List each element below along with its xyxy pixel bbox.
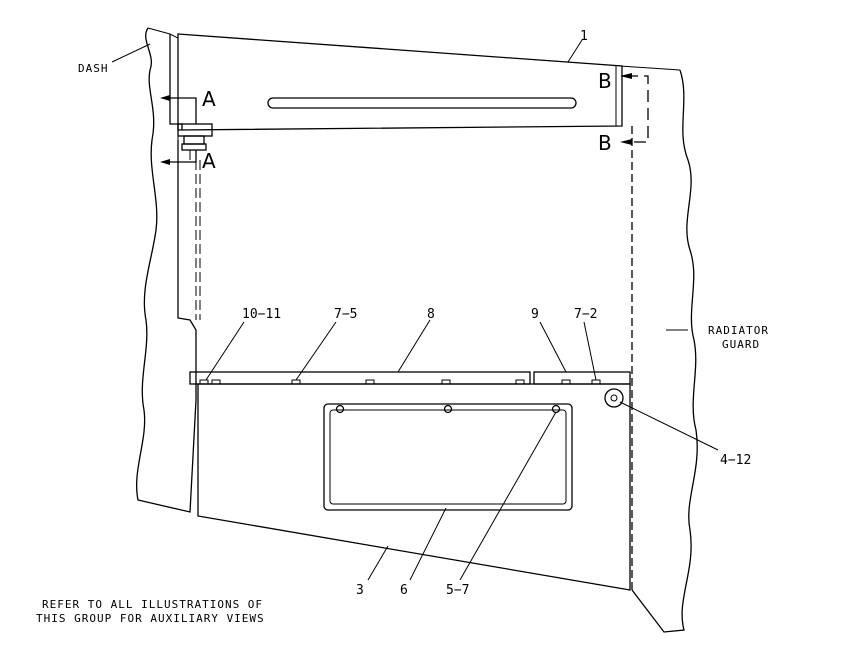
- callout-5-7: 5−7: [446, 583, 469, 598]
- section-a-top-label: A: [202, 87, 216, 111]
- section-a-bracket: [169, 34, 213, 320]
- callout-9: 9: [531, 307, 539, 322]
- hinge-strips: [189, 371, 631, 385]
- radiator-guard-label-line2: GUARD: [722, 338, 760, 351]
- upper-panel: [177, 33, 623, 131]
- callout-3: 3: [356, 583, 364, 598]
- dash-label: DASH: [78, 62, 109, 75]
- access-plate: [323, 403, 573, 511]
- note-line-2: THIS GROUP FOR AUXILIARY VIEWS: [36, 612, 265, 625]
- section-b-bottom-label: B: [598, 131, 612, 155]
- upper-panel-slot: [267, 97, 577, 109]
- callout-6: 6: [400, 583, 408, 598]
- latch-hole: [604, 388, 624, 408]
- callout-7-2: 7−2: [574, 307, 597, 322]
- section-b-indicator: B B: [598, 69, 649, 155]
- callout-10-11: 10−11: [242, 307, 281, 322]
- dash-panel: [136, 27, 197, 513]
- callout-8: 8: [427, 307, 435, 322]
- callout-4-12: 4−12: [720, 453, 751, 468]
- section-a-indicator: A A: [160, 87, 216, 173]
- section-a-bottom-label: A: [202, 149, 216, 173]
- leader-lines: [111, 39, 719, 581]
- callout-7-5: 7−5: [334, 307, 357, 322]
- radiator-guard-panel: [619, 65, 698, 633]
- note-line-1: REFER TO ALL ILLUSTRATIONS OF: [42, 598, 263, 611]
- section-b-top-label: B: [598, 69, 612, 93]
- lower-door-panel: [197, 383, 631, 591]
- radiator-guard-label-line1: RADIATOR: [708, 324, 769, 337]
- callout-1: 1: [580, 29, 588, 44]
